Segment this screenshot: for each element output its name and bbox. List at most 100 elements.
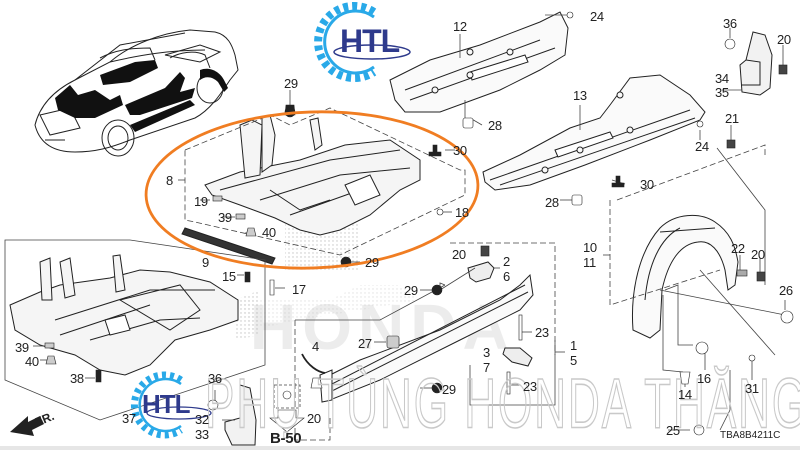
diagram-code: TBA8B4211C: [720, 430, 781, 441]
clip-40-a: [245, 227, 257, 237]
label-18: 18: [455, 205, 469, 220]
screw-14: [679, 371, 691, 385]
grommet-28-b: [571, 194, 583, 206]
part-12-under-cover-front: [389, 11, 569, 113]
clip-20-d: [756, 271, 766, 282]
part-10-fender-liner: [632, 214, 739, 339]
reference-b50[interactable]: B-50: [270, 430, 302, 447]
clip-29-b: [431, 284, 443, 296]
label-39-mid: 39: [218, 210, 232, 225]
label-11: 11: [583, 255, 596, 270]
leader-lines: [4, 14, 786, 441]
label-29-bottom: 29: [442, 382, 456, 397]
label-37: 37: [122, 411, 136, 426]
bolt-15: [244, 271, 251, 283]
clip-25: [693, 424, 705, 436]
bolt-23-a: [518, 314, 523, 341]
bolt-24-b: [696, 120, 704, 128]
label-33: 33: [195, 427, 209, 442]
part-1-side-sill-garnish: [319, 273, 534, 403]
part-13-under-cover-rear: [482, 74, 706, 191]
car-overview-illustration: [34, 29, 239, 157]
label-23-a: 23: [535, 325, 549, 340]
htl-logo-text-bottom: HTL: [142, 389, 191, 419]
clip-29-c: [431, 382, 443, 394]
bolt-17: [269, 279, 275, 296]
label-29-top: 29: [284, 76, 298, 91]
car-highlight-underbody: [55, 60, 228, 132]
label-5: 5: [570, 353, 577, 368]
clip-20-a: [480, 245, 490, 257]
label-24-mid: 24: [695, 139, 709, 154]
label-23-b: 23: [523, 379, 537, 394]
label-30-b: 30: [640, 177, 654, 192]
label-21: 21: [725, 111, 739, 126]
part-3-bracket: [502, 347, 533, 367]
htl-logo-bottom: [130, 371, 212, 439]
label-24-top: 24: [590, 9, 604, 24]
clip-20-c: [778, 64, 788, 75]
bolt-23-b: [506, 371, 511, 395]
label-22: 22: [731, 241, 745, 256]
clip-26: [780, 310, 794, 324]
label-20-mid: 20: [452, 247, 466, 262]
label-2: 2: [503, 254, 510, 269]
label-20-bottom: 20: [307, 411, 321, 426]
label-10: 10: [583, 240, 597, 255]
clip-27: [386, 335, 400, 349]
label-36-bottom: 36: [208, 371, 222, 386]
bolt-30-b: [611, 175, 625, 188]
part-34-mudguard: [739, 31, 773, 96]
label-13: 13: [573, 88, 587, 103]
label-26: 26: [779, 283, 793, 298]
clip-20-b: [310, 377, 323, 389]
clip-22: [736, 269, 748, 277]
label-36-top: 36: [723, 16, 737, 31]
part-32-mudguard: [224, 384, 257, 446]
part-9-bar: [181, 227, 276, 265]
label-15: 15: [222, 269, 236, 284]
label-27: 27: [358, 336, 372, 351]
label-16: 16: [697, 371, 711, 386]
grommet-16: [695, 341, 709, 355]
bolt-38: [95, 369, 102, 383]
label-38: 38: [70, 371, 84, 386]
label-17: 17: [292, 282, 306, 297]
clip-40-b: [45, 355, 57, 365]
bolt-30-a: [428, 144, 442, 157]
clip-39-b: [44, 342, 55, 349]
label-9: 9: [202, 255, 209, 270]
dealer-watermark: PHỤ TÙNG HONDA THĂNG LONG: [204, 364, 800, 444]
clip-39-a: [235, 213, 246, 220]
label-19: 19: [194, 194, 208, 209]
bolt-24-a: [566, 11, 574, 19]
highlight-ellipse: [144, 110, 480, 270]
part-2-bracket: [467, 261, 495, 283]
label-28-b: 28: [545, 195, 559, 210]
front-direction-arrow: [10, 416, 44, 436]
label-20-right: 20: [751, 247, 765, 262]
label-32: 32: [195, 412, 209, 427]
label-30-a: 30: [453, 143, 467, 158]
screw-36-b: [207, 399, 219, 411]
label-40-mid: 40: [262, 225, 276, 240]
label-39-lower: 39: [15, 340, 29, 355]
clip-21: [726, 139, 736, 149]
screw-b50: [282, 390, 292, 400]
bolt-18: [436, 208, 444, 216]
clip-19: [212, 195, 223, 202]
label-3: 3: [483, 345, 490, 360]
screw-36-a: [724, 38, 736, 50]
label-1: 1: [570, 338, 577, 353]
label-31: 31: [745, 381, 759, 396]
label-35: 35: [715, 85, 729, 100]
bottom-border: [0, 446, 800, 450]
label-29-mid: 29: [365, 255, 379, 270]
htl-logo-top: [314, 2, 411, 82]
part-4-strip: [301, 353, 326, 374]
arrow-b50: [269, 409, 305, 433]
label-14: 14: [678, 387, 692, 402]
label-25: 25: [666, 423, 680, 438]
